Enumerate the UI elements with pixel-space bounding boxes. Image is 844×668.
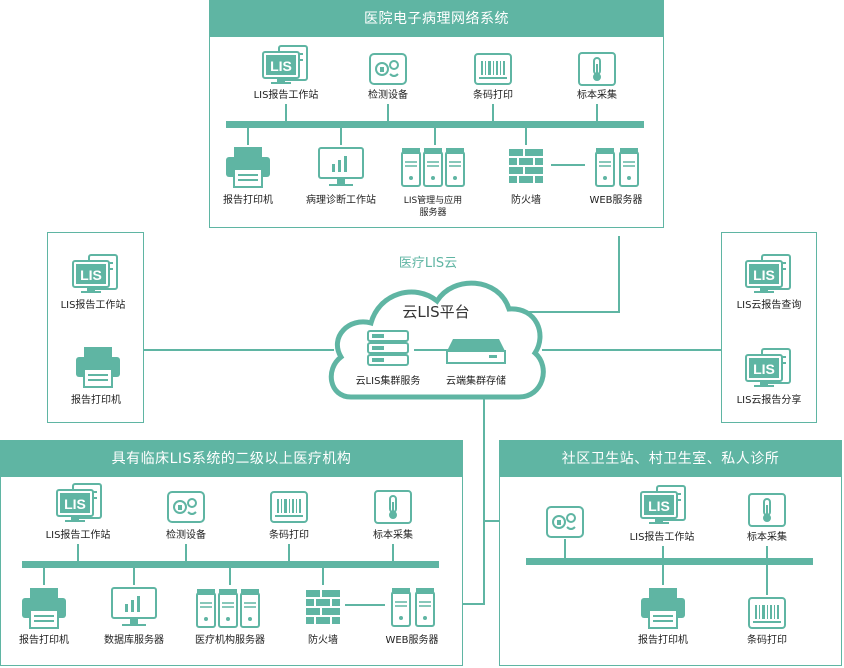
bl-item-firewall-label: 防火墙 — [308, 635, 338, 646]
link-bottom-left-web — [445, 603, 485, 605]
bl-firewall-web-link — [345, 604, 385, 606]
br-item-specimen-label: 标本采集 — [747, 532, 787, 543]
br-bus-drop — [766, 546, 768, 558]
right-item-query-label: LIS云报告查询 — [736, 300, 802, 311]
bl-bus-drop — [133, 568, 135, 585]
bl-item-database-label: 数据库服务器 — [104, 635, 164, 646]
lis-workstation-icon — [640, 485, 686, 525]
bl-item-specimen-label: 标本采集 — [373, 530, 413, 541]
testing-device-icon — [167, 491, 205, 523]
top-bus-drop — [434, 128, 436, 145]
br-bus-drop — [662, 546, 664, 558]
bl-bus-drop — [392, 544, 394, 561]
top-bus-drop — [525, 128, 527, 145]
firewall-icon — [509, 149, 543, 183]
barcode-print-icon — [748, 597, 786, 629]
top-network-bus — [226, 121, 644, 128]
web-server-icon — [595, 147, 639, 187]
printer-icon — [640, 587, 686, 629]
br-bus-drop — [662, 565, 664, 585]
top-item-lis-server-label: LIS管理与应用 — [403, 196, 463, 206]
lis-workstation-icon — [262, 45, 308, 85]
top-item-web-label: WEB服务器 — [589, 195, 643, 206]
top-item-diagnosis-label: 病理诊断工作站 — [306, 195, 376, 206]
lis-workstation-icon — [72, 254, 118, 294]
cloud-service-label: 云LIS集群服务 — [355, 376, 421, 387]
printer-icon — [21, 587, 67, 629]
left-item-lis-label: LIS报告工作站 — [60, 300, 126, 311]
cloud-title: 医疗LIS云 — [398, 256, 458, 271]
testing-device-icon — [369, 53, 407, 85]
br-item-printer-label: 报告打印机 — [638, 635, 688, 646]
lis-workstation-icon — [56, 483, 102, 523]
bl-bus-drop — [185, 544, 187, 561]
top-item-barcode-label: 条码打印 — [473, 90, 513, 101]
bottom-right-title: 社区卫生站、村卫生室、私人诊所 — [500, 441, 841, 477]
br-item-lis-label: LIS报告工作站 — [629, 532, 695, 543]
printer-icon — [75, 346, 121, 388]
top-panel-title: 医院电子病理网络系统 — [210, 1, 663, 37]
link-cloud-right — [542, 349, 721, 351]
bl-bus-drop — [322, 568, 324, 585]
left-item-printer-label: 报告打印机 — [71, 395, 121, 406]
bl-item-printer-label: 报告打印机 — [19, 635, 69, 646]
cloud-platform-label: 云LIS平台 — [402, 303, 470, 321]
bl-item-device-label: 检测设备 — [166, 530, 206, 541]
testing-device-icon — [546, 506, 584, 538]
top-item-printer-label: 报告打印机 — [223, 195, 273, 206]
top-panel: 医院电子病理网络系统 — [209, 0, 664, 228]
top-item-firewall-label: 防火墙 — [511, 195, 541, 206]
bottom-right-network-bus — [526, 558, 813, 565]
cloud-cluster-server-icon — [367, 330, 409, 366]
bottom-left-title: 具有临床LIS系统的二级以上医疗机构 — [1, 441, 462, 477]
link-top-cloud-h — [500, 311, 620, 313]
cloud-storage-icon — [446, 339, 506, 364]
bl-bus-drop — [77, 544, 79, 561]
lis-workstation-icon — [745, 254, 791, 294]
bottom-left-network-bus — [22, 561, 439, 568]
firewall-web-link — [551, 164, 585, 166]
top-bus-drop — [247, 128, 249, 145]
top-bus-drop — [596, 104, 598, 121]
link-cloud-bottom-v — [483, 398, 485, 604]
bl-item-lis-label: LIS报告工作站 — [45, 530, 111, 541]
diagnosis-workstation-icon — [318, 147, 364, 187]
br-bus-drop — [766, 565, 768, 595]
firewall-icon — [306, 590, 340, 624]
top-item-lis-label: LIS报告工作站 — [253, 90, 319, 101]
server-cluster-icon — [196, 588, 260, 628]
barcode-print-icon — [474, 53, 512, 85]
cloud-internal-link — [414, 349, 448, 351]
top-bus-drop — [387, 104, 389, 121]
top-item-lis-server-label2: 服务器 — [419, 208, 447, 218]
top-item-specimen-label: 标本采集 — [577, 90, 617, 101]
top-bus-drop — [340, 128, 342, 145]
br-bus-drop — [564, 539, 566, 558]
top-bus-drop — [492, 104, 494, 121]
br-item-barcode-label: 条码打印 — [747, 635, 787, 646]
link-top-cloud-v — [618, 236, 620, 312]
specimen-collection-icon — [578, 52, 616, 86]
bl-bus-drop — [43, 568, 45, 585]
top-item-device-label: 检测设备 — [368, 90, 408, 101]
link-left-cloud — [144, 349, 334, 351]
top-bus-drop — [285, 104, 287, 121]
database-server-icon — [111, 587, 157, 627]
bottom-right-panel: 社区卫生站、村卫生室、私人诊所 — [499, 440, 842, 666]
bl-item-barcode-label: 条码打印 — [269, 530, 309, 541]
specimen-collection-icon — [748, 493, 786, 527]
bl-item-web-label: WEB服务器 — [385, 635, 439, 646]
bl-item-org-server-label: 医疗机构服务器 — [195, 635, 265, 646]
printer-icon — [225, 146, 271, 188]
bl-bus-drop — [288, 544, 290, 561]
server-cluster-icon — [401, 147, 465, 187]
lis-workstation-icon — [745, 348, 791, 388]
barcode-print-icon — [270, 491, 308, 523]
cloud-storage-label: 云端集群存储 — [446, 376, 506, 387]
web-server-icon — [391, 587, 435, 627]
bl-bus-drop — [229, 568, 231, 585]
cloud-shape — [328, 280, 546, 400]
specimen-collection-icon — [374, 490, 412, 524]
right-item-share-label: LIS云报告分享 — [736, 395, 802, 406]
